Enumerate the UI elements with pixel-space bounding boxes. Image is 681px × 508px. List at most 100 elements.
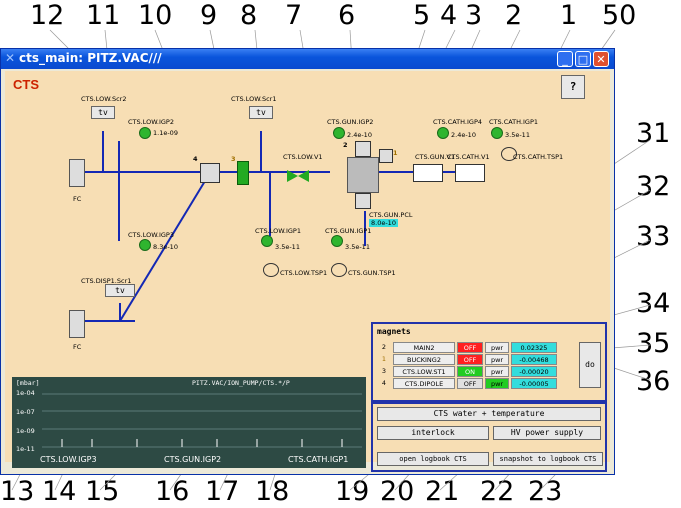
magnets-do-button[interactable]: do bbox=[579, 342, 601, 388]
gauge-low-igp2[interactable] bbox=[139, 127, 151, 139]
tv-button-scr1[interactable]: tv bbox=[249, 106, 273, 119]
callout-50: 50 bbox=[602, 0, 637, 31]
callout-4: 4 bbox=[440, 0, 458, 31]
interlock-button[interactable]: interlock bbox=[377, 426, 489, 440]
magnet-3[interactable] bbox=[237, 161, 249, 185]
magnet-state-button[interactable]: OFF bbox=[457, 354, 483, 365]
plot-xlabel: CTS.GUN.IGP2 bbox=[164, 455, 222, 464]
faraday-cup-2[interactable] bbox=[69, 310, 85, 338]
callout-9: 9 bbox=[200, 0, 218, 31]
magnet-index: 3 bbox=[381, 367, 387, 375]
plot-unit: [mbar] bbox=[16, 379, 40, 387]
tv-button-scr2[interactable]: tv bbox=[91, 106, 115, 119]
maximize-button[interactable]: □ bbox=[575, 51, 591, 67]
callout-16: 16 bbox=[155, 476, 190, 507]
callout-22: 22 bbox=[480, 476, 515, 507]
gun-coil-bottom bbox=[355, 193, 371, 209]
valve-label-cath-v1: CTS.CATH.V1 bbox=[447, 153, 490, 161]
tsp-gun-icon[interactable] bbox=[331, 263, 347, 277]
plot-title: PITZ.VAC/ION_PUMP/CTS.*/P bbox=[192, 379, 290, 387]
gauge-value-gun-igp2: 2.4e-10 bbox=[347, 131, 372, 139]
magnet-name: CTS.LOW.ST1 bbox=[393, 366, 455, 377]
magnet-value: -0.00468 bbox=[511, 354, 557, 365]
tsp-label-low: CTS.LOW.TSP1 bbox=[280, 269, 328, 277]
gauge-value-gun-igp1: 3.5e-11 bbox=[345, 243, 370, 251]
magnet-pwr-button[interactable]: pwr bbox=[485, 366, 509, 377]
gauge-label-low-igp2: CTS.LOW.IGP2 bbox=[128, 118, 174, 126]
callout-35: 35 bbox=[636, 328, 671, 359]
magnet-index: 2 bbox=[381, 343, 387, 351]
controls-panel: CTS water + temperature interlock HV pow… bbox=[371, 402, 607, 472]
gauge-cath-igp4[interactable] bbox=[437, 127, 449, 139]
plot-xlabel: CTS.CATH.IGP1 bbox=[288, 455, 349, 464]
magnet-row: 3 CTS.LOW.ST1 ON pwr -0.00020 bbox=[377, 366, 559, 377]
gauge-label-low-igp1: CTS.LOW.IGP1 bbox=[255, 227, 301, 235]
help-button[interactable]: ? bbox=[561, 75, 585, 99]
callout-21: 21 bbox=[425, 476, 460, 507]
title-bar[interactable]: ✕ cts_main: PITZ.VAC/// _ □ ✕ bbox=[1, 49, 614, 69]
magnet-row: 1 BUCKING2 OFF pwr -0.00468 bbox=[377, 354, 559, 365]
magnet-index: 4 bbox=[381, 379, 387, 387]
magnet-value: 0.02325 bbox=[511, 342, 557, 353]
snapshot-logbook-button[interactable]: snapshot to logbook CTS bbox=[493, 452, 603, 466]
water-temperature-button[interactable]: CTS water + temperature bbox=[377, 407, 601, 421]
magnet-state-button[interactable]: ON bbox=[457, 366, 483, 377]
screen-label-scr1: CTS.LOW.Scr1 bbox=[231, 95, 277, 103]
open-logbook-button[interactable]: open logbook CTS bbox=[377, 452, 489, 466]
gauge-value-low-igp1: 3.5e-11 bbox=[275, 243, 300, 251]
fc-label-1: FC bbox=[73, 195, 82, 203]
callout-34: 34 bbox=[636, 288, 671, 319]
fc-label-2: FC bbox=[73, 343, 82, 351]
screen-label-scr2: CTS.LOW.Scr2 bbox=[81, 95, 127, 103]
tsp-low-icon[interactable] bbox=[263, 263, 279, 277]
gauge-value-low-igp3: 8.3e-10 bbox=[153, 243, 178, 251]
magnets-panel: magnets do 2 MAIN2 OFF pwr 0.02325 1 BUC… bbox=[371, 322, 607, 402]
gate-valve-4[interactable] bbox=[200, 163, 220, 183]
gauge-label-low-igp3: CTS.LOW.IGP3 bbox=[128, 231, 174, 239]
magnet-pwr-button[interactable]: pwr bbox=[485, 354, 509, 365]
gauge-value-cath-igp4: 2.4e-10 bbox=[451, 131, 476, 139]
valve-label-low-v1: CTS.LOW.V1 bbox=[283, 153, 323, 161]
pressure-plot[interactable]: [mbar] PITZ.VAC/ION_PUMP/CTS.*/P 1e-04 1… bbox=[12, 377, 366, 468]
callout-2: 2 bbox=[505, 0, 523, 31]
plot-xlabel: CTS.LOW.IGP3 bbox=[40, 455, 97, 464]
plot-area bbox=[42, 393, 362, 448]
rf-gun[interactable] bbox=[347, 157, 379, 193]
magnet-pwr-button[interactable]: pwr bbox=[485, 378, 509, 389]
gauge-label-gun-igp1: CTS.GUN.IGP1 bbox=[325, 227, 372, 235]
gauge-low-igp1[interactable] bbox=[261, 235, 273, 247]
hv-power-supply-button[interactable]: HV power supply bbox=[493, 426, 601, 440]
gauge-low-igp3[interactable] bbox=[139, 239, 151, 251]
plot-ytick: 1e-04 bbox=[16, 389, 35, 397]
gauge-gun-igp2[interactable] bbox=[333, 127, 345, 139]
callout-31: 31 bbox=[636, 118, 671, 149]
callout-15: 15 bbox=[85, 476, 120, 507]
x-app-icon: ✕ bbox=[5, 51, 16, 65]
callout-7: 7 bbox=[285, 0, 303, 31]
valve-low-v1[interactable] bbox=[287, 167, 309, 182]
faraday-cup-1[interactable] bbox=[69, 159, 85, 187]
plot-ytick: 1e-07 bbox=[16, 408, 35, 416]
gauge-gun-igp1[interactable] bbox=[331, 235, 343, 247]
tv-button-disp1[interactable]: tv bbox=[105, 284, 135, 297]
callout-19: 19 bbox=[335, 476, 370, 507]
callout-3: 3 bbox=[465, 0, 483, 31]
valve-icon bbox=[287, 170, 309, 182]
magnet-pwr-button[interactable]: pwr bbox=[485, 342, 509, 353]
magnet-index: 1 bbox=[381, 355, 387, 363]
valve-gun-v1[interactable] bbox=[413, 164, 443, 182]
app-label: CTS bbox=[13, 77, 39, 92]
tsp-label-cath: CTS.CATH.TSP1 bbox=[513, 153, 564, 161]
valve-cath-v1[interactable] bbox=[455, 164, 485, 182]
callout-13: 13 bbox=[0, 476, 35, 507]
minimize-button[interactable]: _ bbox=[557, 51, 573, 67]
component-number-4: 4 bbox=[193, 155, 198, 163]
tsp-cath-icon[interactable] bbox=[501, 147, 517, 161]
callout-5: 5 bbox=[413, 0, 431, 31]
magnet-state-button[interactable]: OFF bbox=[457, 378, 483, 389]
close-button[interactable]: ✕ bbox=[593, 51, 609, 67]
gauge-cath-igp1[interactable] bbox=[491, 127, 503, 139]
magnet-name: CTS.DIPOLE bbox=[393, 378, 455, 389]
main-window: ✕ cts_main: PITZ.VAC/// _ □ ✕ CTS ? CTS bbox=[0, 48, 615, 475]
magnet-state-button[interactable]: OFF bbox=[457, 342, 483, 353]
